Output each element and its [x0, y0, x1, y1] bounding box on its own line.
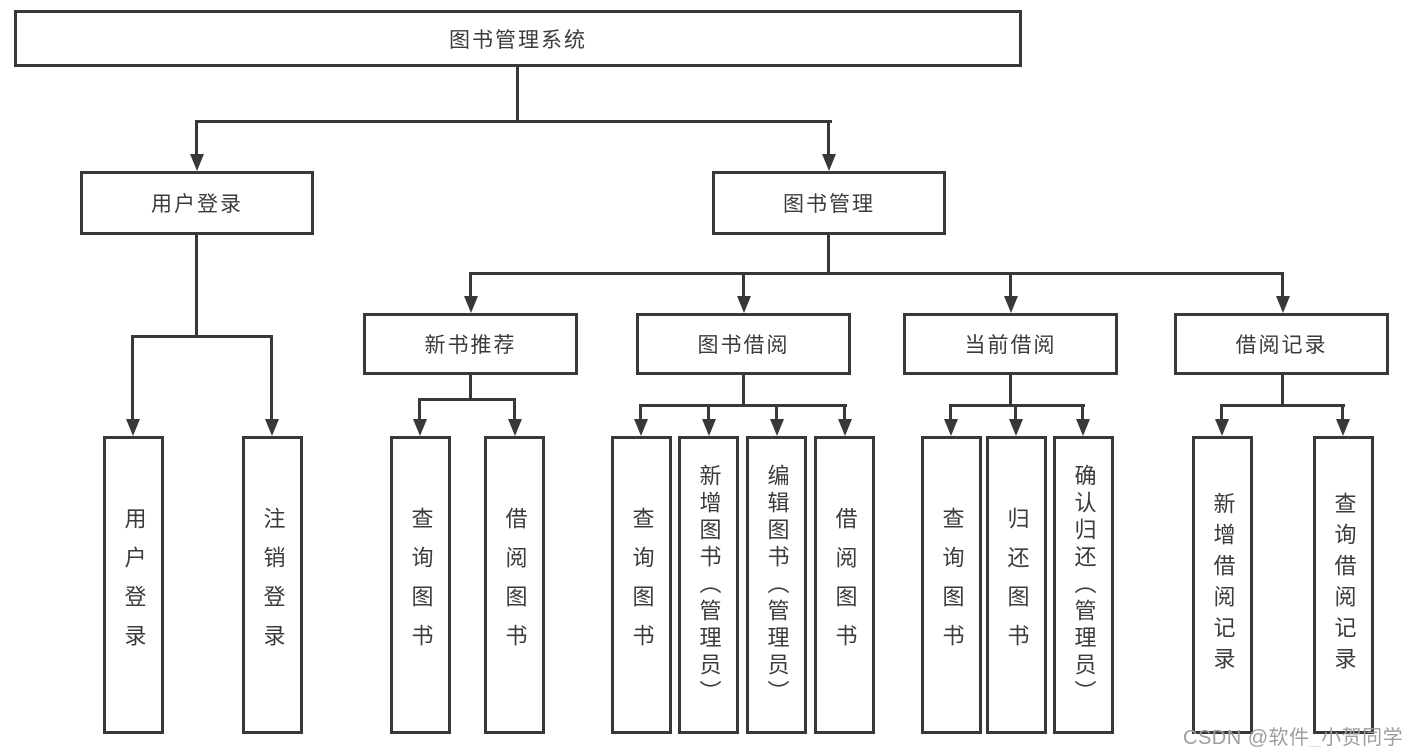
leaf-confirm-return-admin-label: 确认归还（管理员） [1071, 463, 1097, 707]
connector-line [1009, 375, 1012, 406]
leaf-query-books-borrow: 查询图书 [611, 436, 672, 734]
node-book-borrow-label: 图书借阅 [697, 334, 790, 357]
connector-line [1220, 404, 1345, 407]
connector-line [843, 404, 846, 421]
leaf-logout-label: 注销登录 [260, 507, 286, 663]
connector-line [742, 272, 745, 298]
connector-line [418, 398, 421, 421]
arrow-down-icon [822, 154, 836, 171]
leaf-user-login: 用户登录 [103, 436, 164, 734]
leaf-add-books-admin: 新增图书（管理员） [678, 436, 739, 734]
arrow-down-icon [1276, 296, 1290, 313]
arrow-down-icon [1336, 419, 1350, 436]
node-user-login-label: 用户登录 [151, 193, 243, 216]
connector-line [418, 398, 516, 401]
node-current-borrow: 当前借阅 [903, 313, 1118, 375]
leaf-query-borrow-record: 查询借阅记录 [1313, 436, 1374, 734]
connector-line [949, 404, 952, 421]
connector-line [949, 404, 1085, 407]
node-book-borrow: 图书借阅 [636, 313, 851, 375]
connector-line [742, 375, 745, 406]
arrow-down-icon [190, 154, 204, 171]
arrow-down-icon [413, 419, 427, 436]
leaf-query-books-recommend: 查询图书 [390, 436, 451, 734]
connector-line [827, 120, 830, 156]
leaf-query-books-recommend-label: 查询图书 [408, 507, 434, 663]
leaf-add-borrow-record-label: 新增借阅记录 [1210, 492, 1236, 678]
node-new-book-recommend-label: 新书推荐 [424, 334, 517, 357]
connector-line [1009, 272, 1012, 298]
leaf-query-books-current-label: 查询图书 [939, 507, 965, 663]
connector-line [1281, 272, 1284, 298]
leaf-borrow-books-label: 借阅图书 [832, 507, 858, 663]
connector-line [1220, 404, 1223, 421]
arrow-down-icon [126, 419, 140, 436]
leaf-return-books: 归还图书 [986, 436, 1047, 734]
connector-line [195, 120, 198, 156]
arrow-down-icon [770, 419, 784, 436]
connector-line [513, 398, 516, 421]
leaf-borrow-books-recommend-label: 借阅图书 [502, 507, 528, 663]
connector-line [131, 335, 273, 338]
node-borrow-record-label: 借阅记录 [1235, 334, 1328, 357]
connector-line [1281, 375, 1284, 406]
node-root-label: 图书管理系统 [449, 28, 587, 52]
arrow-down-icon [944, 419, 958, 436]
leaf-edit-books-admin-label: 编辑图书（管理员） [764, 463, 790, 707]
connector-line [516, 67, 519, 123]
connector-line [195, 235, 198, 337]
node-borrow-record: 借阅记录 [1174, 313, 1389, 375]
node-book-management: 图书管理 [712, 171, 946, 235]
leaf-confirm-return-admin: 确认归还（管理员） [1053, 436, 1114, 734]
connector-line [1081, 404, 1084, 421]
node-current-borrow-label: 当前借阅 [964, 334, 1057, 357]
leaf-query-books-current: 查询图书 [921, 436, 982, 734]
node-book-management-label: 图书管理 [783, 193, 875, 216]
leaf-add-books-admin-label: 新增图书（管理员） [696, 463, 722, 707]
arrow-down-icon [737, 296, 751, 313]
leaf-user-login-label: 用户登录 [121, 507, 147, 663]
leaf-query-books-borrow-label: 查询图书 [629, 507, 655, 663]
connector-line [469, 272, 1284, 275]
leaf-return-books-label: 归还图书 [1004, 507, 1030, 663]
arrow-down-icon [464, 296, 478, 313]
csdn-watermark: CSDN @软件_小贺同学 [1183, 727, 1404, 747]
arrow-down-icon [1009, 419, 1023, 436]
arrow-down-icon [265, 419, 279, 436]
connector-line [1341, 404, 1344, 421]
connector-line [639, 404, 847, 407]
node-new-book-recommend: 新书推荐 [363, 313, 578, 375]
connector-line [131, 335, 134, 421]
connector-line [270, 335, 273, 421]
node-root: 图书管理系统 [14, 10, 1022, 67]
leaf-borrow-books: 借阅图书 [814, 436, 875, 734]
arrow-down-icon [1215, 419, 1229, 436]
leaf-borrow-books-recommend: 借阅图书 [484, 436, 545, 734]
connector-line [827, 235, 830, 274]
connector-line [195, 120, 832, 123]
connector-line [639, 404, 642, 421]
connector-line [469, 375, 472, 400]
leaf-query-borrow-record-label: 查询借阅记录 [1331, 492, 1357, 678]
arrow-down-icon [508, 419, 522, 436]
arrow-down-icon [1076, 419, 1090, 436]
arrow-down-icon [702, 419, 716, 436]
node-user-login: 用户登录 [80, 171, 314, 235]
arrow-down-icon [1004, 296, 1018, 313]
connector-line [775, 404, 778, 421]
connector-line [469, 272, 472, 298]
leaf-add-borrow-record: 新增借阅记录 [1192, 436, 1253, 734]
connector-line [1014, 404, 1017, 421]
connector-line [707, 404, 710, 421]
leaf-logout: 注销登录 [242, 436, 303, 734]
arrow-down-icon [634, 419, 648, 436]
arrow-down-icon [838, 419, 852, 436]
leaf-edit-books-admin: 编辑图书（管理员） [746, 436, 807, 734]
